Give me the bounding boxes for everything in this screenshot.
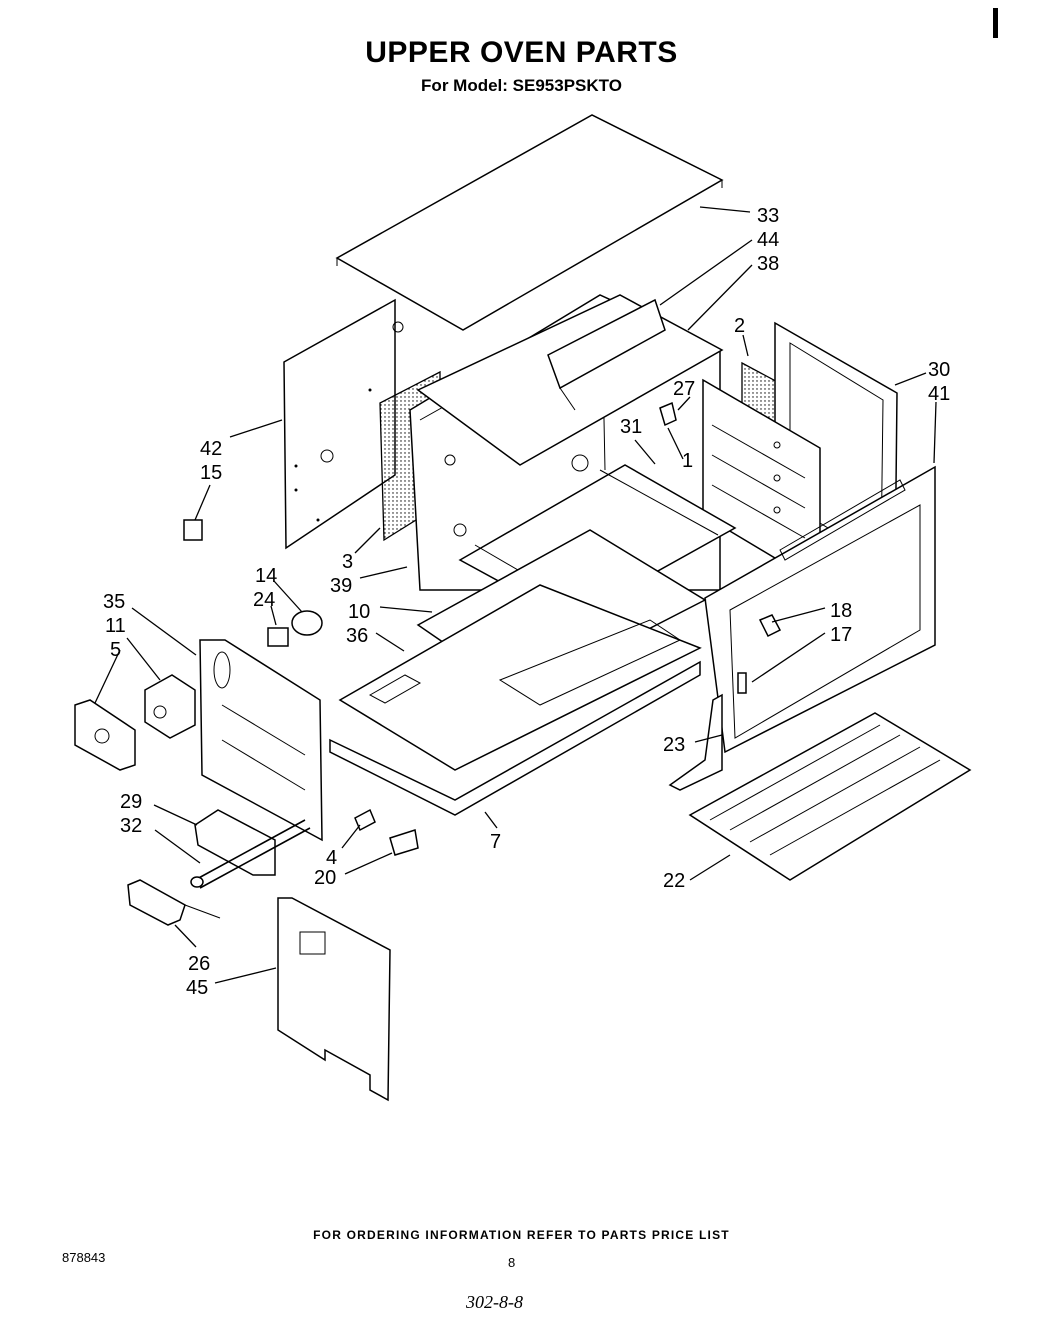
part-1-clip: [659, 401, 677, 427]
ordering-note: FOR ORDERING INFORMATION REFER TO PARTS …: [313, 1228, 730, 1242]
part-17-switch: [737, 672, 747, 694]
callout-39: 39: [330, 575, 352, 597]
callout-2: 2: [734, 315, 745, 337]
callout-17: 17: [830, 624, 852, 646]
part-33-top-cover: [335, 114, 724, 331]
callout-7: 7: [490, 831, 501, 853]
part-18-latch: [758, 614, 782, 638]
callout-41: 41: [928, 383, 950, 405]
page-number: 8: [508, 1255, 516, 1270]
part-23-rail: [668, 693, 723, 791]
callout-15: 15: [200, 462, 222, 484]
part-44-broil-element-shield: [416, 294, 724, 466]
document-number: 878843: [62, 1250, 106, 1265]
callout-4: 4: [326, 847, 337, 869]
callout-5: 5: [110, 639, 121, 661]
callout-10: 10: [348, 601, 370, 623]
callout-3: 3: [342, 551, 353, 573]
callout-leaders: [94, 206, 937, 984]
callout-44: 44: [757, 229, 779, 251]
callout-1: 1: [682, 450, 693, 472]
corner-mark: [993, 8, 998, 38]
part-11-element-box: [144, 674, 196, 739]
callout-32: 32: [120, 815, 142, 837]
callout-23: 23: [663, 734, 685, 756]
part-15-switch: [183, 519, 203, 541]
part-20-terminal: [389, 829, 419, 856]
callout-38: 38: [757, 253, 779, 275]
part-5-bracket: [74, 699, 136, 771]
callout-35: 35: [103, 591, 125, 613]
part-35-back-panel: [199, 639, 323, 842]
page-title: UPPER OVEN PARTS: [365, 36, 678, 69]
callout-30: 30: [928, 359, 950, 381]
callout-36: 36: [346, 625, 368, 647]
handwritten-note: 302-8-8: [466, 1292, 523, 1312]
callout-27: 27: [673, 378, 695, 400]
callout-14: 14: [255, 565, 277, 587]
callout-45: 45: [186, 977, 208, 999]
part-7-bottom-rail: [329, 660, 701, 816]
callout-26: 26: [188, 953, 210, 975]
part-22-rack: [688, 712, 972, 881]
callout-31: 31: [620, 416, 642, 438]
callout-42: 42: [200, 438, 222, 460]
part-14-oven-lamp: [267, 610, 323, 647]
part-45-rear-cover: [277, 897, 391, 1102]
callout-29: 29: [120, 791, 142, 813]
callout-22: 22: [663, 870, 685, 892]
callout-18: 18: [830, 600, 852, 622]
callout-labels: 33 44 38 2 30 41 27 1 31 42 15 3 39 14 2…: [103, 205, 950, 999]
part-29-32-bake-element: [190, 809, 311, 889]
callout-20: 20: [314, 867, 336, 889]
part-36-oven-bottom: [338, 584, 702, 771]
model-subtitle: For Model: SE953PSKTO: [421, 76, 622, 95]
callout-33: 33: [757, 205, 779, 227]
callout-24: 24: [253, 589, 275, 611]
part-26-terminal-block: [127, 879, 221, 926]
callout-11: 11: [105, 615, 126, 637]
